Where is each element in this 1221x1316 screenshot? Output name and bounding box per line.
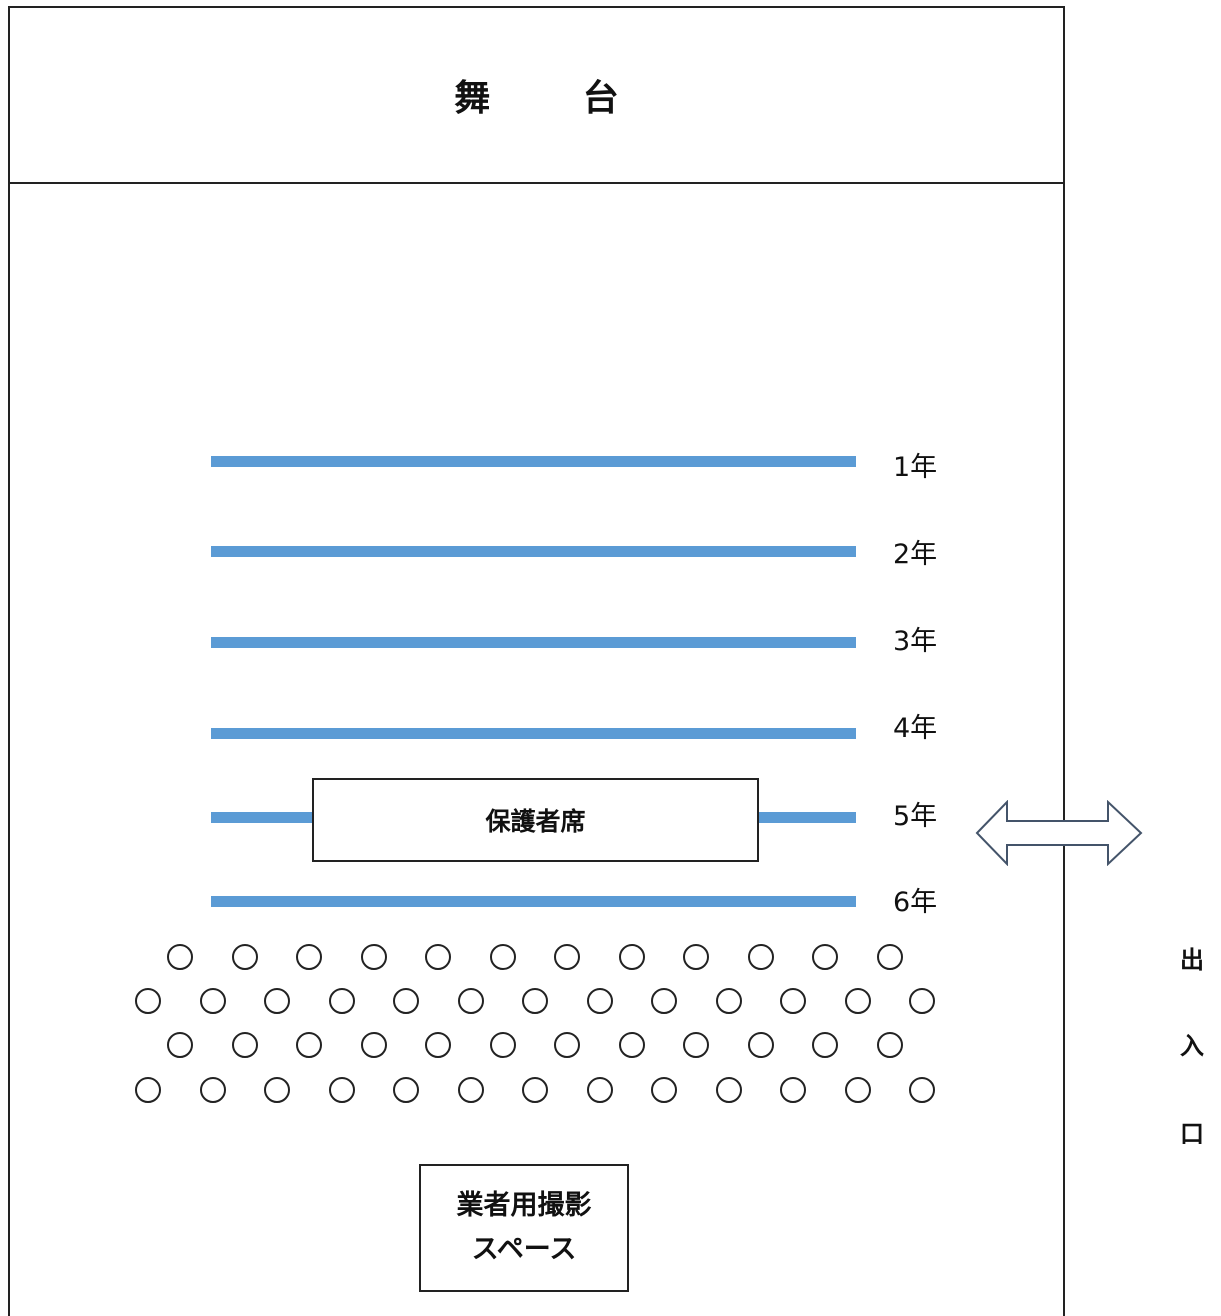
seat-circle [651, 1077, 677, 1103]
photographer-space-line1: 業者用撮影 [456, 1190, 592, 1221]
seat-circle [780, 988, 806, 1014]
seat-circle [522, 1077, 548, 1103]
stage-label: 舞 台 [454, 78, 659, 119]
seat-circle [618, 944, 645, 970]
entrance-label-char-2: 入 [1180, 1032, 1204, 1060]
grade-row-label-5: 5年 [893, 801, 938, 832]
seat-circle [328, 1077, 355, 1103]
grade-row-label-2: 2年 [893, 539, 938, 570]
seat-circle [715, 1077, 742, 1103]
seat-circle [618, 1032, 645, 1058]
seat-circle [360, 944, 387, 970]
seat-circle [489, 1032, 516, 1058]
seat-circle [683, 1032, 709, 1058]
seat-circle [264, 988, 290, 1014]
seat-circle [135, 988, 161, 1014]
grade-row-line-4 [211, 728, 856, 739]
seat-circle [909, 1077, 935, 1103]
seat-circle [586, 1077, 613, 1103]
grade-row-label-3: 3年 [893, 626, 938, 657]
seat-circle [780, 1077, 806, 1103]
seat-circle [360, 1032, 387, 1058]
seat-circle [296, 944, 322, 970]
seat-circle [393, 1077, 419, 1103]
seat-circle [264, 1077, 290, 1103]
seat-circle [296, 1032, 322, 1058]
seat-circle [812, 944, 838, 970]
seat-circle [651, 988, 677, 1014]
seat-circle [199, 988, 226, 1014]
seat-circle [747, 944, 774, 970]
grade-row-line-3 [211, 637, 856, 648]
seat-circle [812, 1032, 838, 1058]
seat-circle [167, 1032, 193, 1058]
seat-circle [715, 988, 742, 1014]
grade-row-line-2 [211, 546, 856, 557]
seat-circle [909, 988, 935, 1014]
seat-circle [554, 1032, 580, 1058]
photographer-space-line2: スペース [471, 1234, 577, 1265]
seat-circle [876, 944, 903, 970]
seat-circle [747, 1032, 774, 1058]
seat-circle [231, 1032, 258, 1058]
seat-circle [199, 1077, 226, 1103]
entrance-double-arrow-icon [975, 800, 1143, 866]
seat-circle [328, 988, 355, 1014]
seat-circle [683, 944, 709, 970]
stage-area: 舞 台 [8, 6, 1065, 184]
seat-circle [844, 1077, 871, 1103]
seat-circle [425, 944, 451, 970]
photographer-space: 業者用撮影 スペース [419, 1164, 629, 1292]
seat-circle [554, 944, 580, 970]
seat-circle [167, 944, 193, 970]
seat-circle [522, 988, 548, 1014]
seat-circle [844, 988, 871, 1014]
seat-circle [489, 944, 516, 970]
grade-row-line-6 [211, 896, 856, 907]
seat-circle [457, 988, 484, 1014]
seat-circle [457, 1077, 484, 1103]
grade-row-label-1: 1年 [893, 452, 938, 483]
grade-row-label-6: 6年 [893, 887, 938, 918]
grade-row-line-1 [211, 456, 856, 467]
guardian-seating-label: 保護者席 [312, 778, 759, 862]
seat-circle [231, 944, 258, 970]
seat-circle [393, 988, 419, 1014]
grade-row-label-4: 4年 [893, 713, 938, 744]
seat-circle [586, 988, 613, 1014]
seat-circle [425, 1032, 451, 1058]
seat-circle [135, 1077, 161, 1103]
hall-outline [8, 6, 1065, 1316]
entrance-label-char-1: 出 [1180, 946, 1204, 974]
seat-circle [876, 1032, 903, 1058]
entrance-label-char-3: 口 [1180, 1120, 1204, 1148]
